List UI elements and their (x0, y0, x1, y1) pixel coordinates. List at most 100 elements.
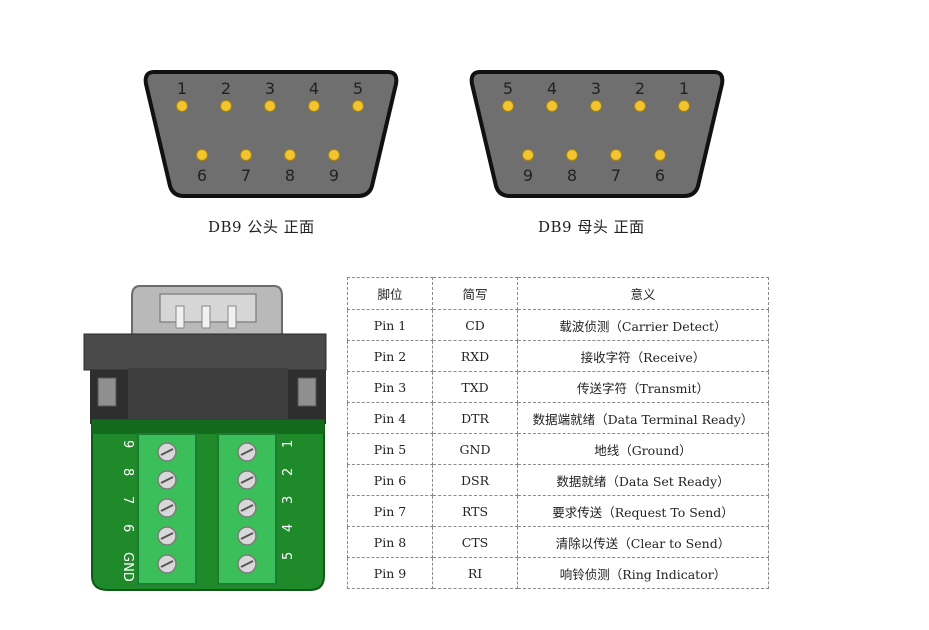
male-pin-number: 4 (309, 79, 319, 98)
male-pin-dot (176, 100, 188, 112)
screw-slot (160, 476, 174, 484)
male-pin-number: 8 (285, 166, 295, 185)
board-left-label: 6 (120, 524, 135, 532)
board-left-label: 8 (120, 468, 135, 476)
pin-cell: Pin 2 (347, 340, 433, 372)
abbr-cell: TXD (432, 371, 518, 403)
board-right-label: 4 (281, 524, 296, 532)
pin-cell: Pin 3 (347, 371, 433, 403)
board-left-label: 9 (120, 440, 135, 448)
female-pin-number: 1 (679, 79, 689, 98)
male-pin-dot (308, 100, 320, 112)
meaning-cell: 接收字符（Receive） (517, 340, 769, 372)
female-pin-number: 8 (567, 166, 577, 185)
male-pin-dot (352, 100, 364, 112)
screw-slot (160, 560, 174, 568)
male-pin-number: 3 (265, 79, 275, 98)
female-pin-number: 2 (635, 79, 645, 98)
male-pin-dot (284, 149, 296, 161)
db9-male-label: DB9 公头 正面 (208, 218, 315, 236)
table-header-row: 脚位 简写 意义 (347, 277, 769, 310)
header-pin: 脚位 (347, 277, 433, 310)
meaning-cell: 响铃侦测（Ring Indicator） (517, 557, 769, 589)
screw-slot (240, 532, 254, 540)
screw-slot (240, 448, 254, 456)
board-right-label: 2 (281, 468, 296, 476)
board-right-label: 3 (281, 496, 296, 504)
female-pin-dot (522, 149, 534, 161)
male-pin-number: 9 (329, 166, 339, 185)
male-pin-number: 2 (221, 79, 231, 98)
db9-female-face: 5 4 3 2 1 9 8 7 6 (469, 70, 725, 198)
screw-slot (160, 448, 174, 456)
pin-cell: Pin 4 (347, 402, 433, 434)
meaning-cell: 载波侦测（Carrier Detect） (517, 309, 769, 341)
board-left-label: 7 (120, 496, 135, 504)
female-pin-number: 7 (611, 166, 621, 185)
board-left-label: GND (120, 552, 135, 582)
db9-male-face: 1 2 3 4 5 6 7 8 9 (143, 70, 399, 198)
pin-cell: Pin 9 (347, 557, 433, 589)
screw-slot (240, 560, 254, 568)
female-pin-dot (590, 100, 602, 112)
meaning-cell: 数据就绪（Data Set Ready） (517, 464, 769, 496)
male-pin-number: 5 (353, 79, 363, 98)
female-pin-dot (610, 149, 622, 161)
abbr-cell: GND (432, 433, 518, 465)
female-pin-dot (634, 100, 646, 112)
abbr-cell: RXD (432, 340, 518, 372)
pin-cell: Pin 8 (347, 526, 433, 558)
male-pin-dot (240, 149, 252, 161)
screw-slot (160, 504, 174, 512)
db9-female-label: DB9 母头 正面 (538, 218, 645, 236)
abbr-cell: CTS (432, 526, 518, 558)
screw-slot (160, 532, 174, 540)
screw-slot (240, 504, 254, 512)
board-right-label: 5 (281, 552, 296, 560)
female-pin-dot (502, 100, 514, 112)
female-pin-number: 3 (591, 79, 601, 98)
abbr-cell: CD (432, 309, 518, 341)
female-pin-dot (566, 149, 578, 161)
female-pin-dot (678, 100, 690, 112)
screw-slot (240, 476, 254, 484)
pin-cell: Pin 5 (347, 433, 433, 465)
meaning-cell: 传送字符（Transmit） (517, 371, 769, 403)
abbr-cell: DTR (432, 402, 518, 434)
header-abbreviation: 简写 (432, 277, 518, 310)
abbr-cell: RTS (432, 495, 518, 527)
male-pin-dot (328, 149, 340, 161)
female-pin-number: 5 (503, 79, 513, 98)
male-pin-number: 6 (197, 166, 207, 185)
meaning-cell: 清除以传送（Clear to Send） (517, 526, 769, 558)
male-pin-number: 1 (177, 79, 187, 98)
male-pin-dot (196, 149, 208, 161)
male-pin-number: 7 (241, 166, 251, 185)
meaning-cell: 地线（Ground） (517, 433, 769, 465)
pin-cell: Pin 7 (347, 495, 433, 527)
board-right-label: 1 (281, 440, 296, 448)
female-pin-number: 9 (523, 166, 533, 185)
pin-cell: Pin 1 (347, 309, 433, 341)
header-meaning: 意义 (517, 277, 769, 310)
female-pin-number: 6 (655, 166, 665, 185)
meaning-cell: 要求传送（Request To Send） (517, 495, 769, 527)
abbr-cell: RI (432, 557, 518, 589)
female-pin-dot (546, 100, 558, 112)
female-pin-number: 4 (547, 79, 557, 98)
female-pin-dot (654, 149, 666, 161)
meaning-cell: 数据端就绪（Data Terminal Ready） (517, 402, 769, 434)
male-pin-dot (220, 100, 232, 112)
abbr-cell: DSR (432, 464, 518, 496)
